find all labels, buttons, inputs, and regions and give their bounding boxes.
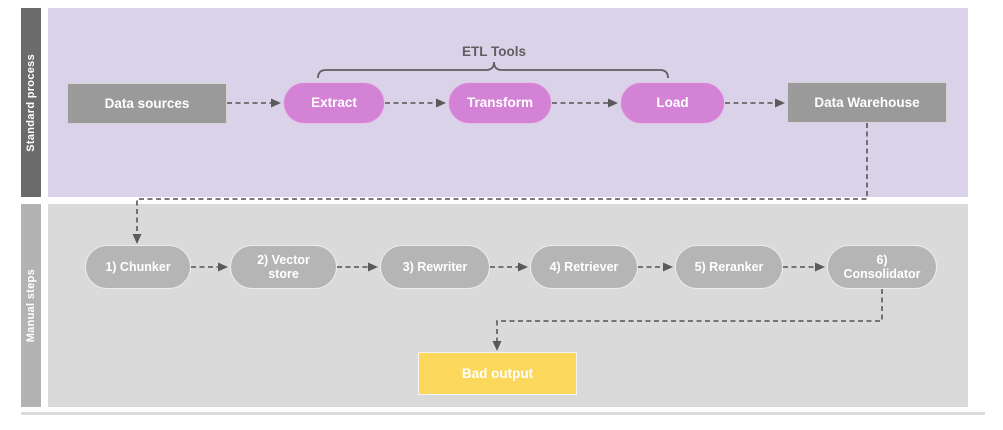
manual-steps-sidebar: Manual steps <box>21 204 41 407</box>
node-bad-output: Bad output <box>418 352 577 395</box>
etl-tools-bracket-label: ETL Tools <box>462 44 526 59</box>
manual-steps-label: Manual steps <box>25 268 37 343</box>
node-data-warehouse: Data Warehouse <box>787 82 947 123</box>
node-load: Load <box>620 82 725 124</box>
node-extract: Extract <box>283 82 385 124</box>
node-consolidator: 6) Consolidator <box>827 245 937 289</box>
standard-process-sidebar: Standard process <box>21 8 41 197</box>
node-chunker: 1) Chunker <box>85 245 191 289</box>
node-reranker: 5) Reranker <box>675 245 783 289</box>
bottom-divider-line <box>21 412 985 415</box>
standard-process-label: Standard process <box>25 53 37 152</box>
node-data-sources: Data sources <box>67 83 227 124</box>
node-retriever: 4) Retriever <box>530 245 638 289</box>
node-rewriter: 3) Rewriter <box>380 245 490 289</box>
node-vector-store: 2) Vector store <box>230 245 337 289</box>
node-transform: Transform <box>448 82 552 124</box>
